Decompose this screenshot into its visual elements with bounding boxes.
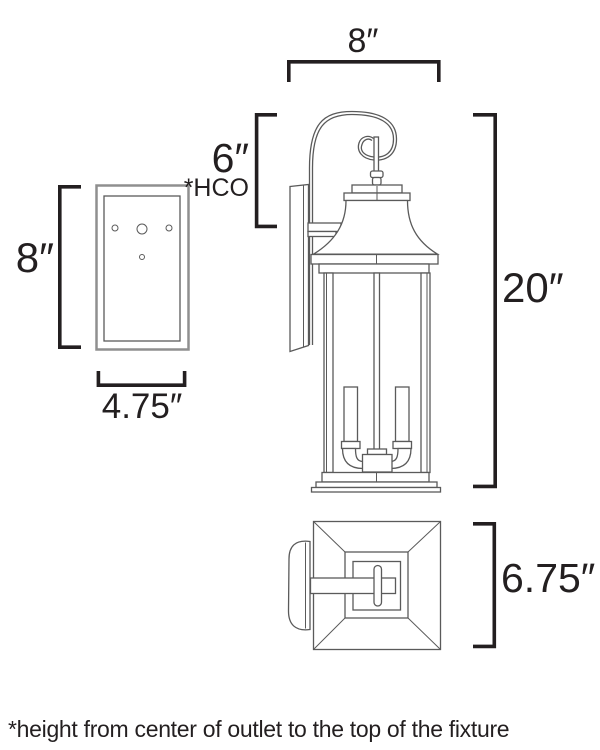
base-plate [310, 486, 442, 493]
fixture-depth-bracket [473, 522, 497, 649]
candle-arm-left [341, 447, 364, 470]
fixture-height-label: 20″ [502, 264, 564, 311]
fixture-height-bracket [473, 113, 497, 489]
dim-top-width: 8″ [287, 22, 441, 82]
finial-bead-upper [369, 170, 384, 179]
plan-diagonal-tr [407, 521, 441, 553]
bell-rim [310, 253, 439, 265]
mounting-hole-center [136, 223, 148, 235]
backplate-front-view [95, 184, 190, 351]
dim-hco: 6″ *HCO [184, 113, 277, 229]
base-step-upper [321, 471, 430, 483]
candle-cup-left [340, 440, 361, 450]
mounting-hole-right [165, 224, 173, 232]
hco-bracket [254, 113, 277, 229]
candle-right [394, 386, 410, 443]
dim-backplate-width: 4.75″ [96, 371, 187, 426]
top-width-bracket [287, 60, 441, 82]
cluster-hub-tab [366, 448, 388, 456]
plan-diagonal-bl [313, 617, 346, 650]
backplate-height-label: 8″ [16, 234, 54, 281]
plan-diagonal-tl [313, 521, 346, 553]
lantern-top-view [287, 520, 442, 651]
base-step-middle [315, 481, 438, 489]
dim-fixture-depth: 6.75″ [473, 522, 595, 649]
backplate-width-bracket [96, 371, 187, 387]
plan-center-slot [373, 564, 383, 607]
support-arm-lower [307, 230, 337, 238]
backplate-inner-panel [103, 195, 181, 342]
lantern-side-view [289, 110, 442, 493]
cluster-hub [361, 453, 393, 473]
candle-cup-right [392, 440, 413, 450]
center-stem [373, 272, 381, 454]
dim-backplate-height: 8″ [16, 185, 81, 349]
scroll-arm-inner [311, 113, 395, 345]
plan-wall-plate [287, 540, 311, 631]
cage-column-left [323, 272, 334, 474]
plan-mount-arm [309, 577, 397, 595]
mounting-hole-left [111, 224, 119, 232]
plan-diagonal-br [407, 617, 441, 650]
hco-value-label: 6″ [212, 135, 249, 181]
finial-bead-lower [371, 176, 382, 186]
candle-arm-right [389, 447, 412, 470]
backplate-width-label: 4.75″ [102, 387, 183, 426]
backplate-height-bracket [58, 185, 81, 349]
cage-column-right [420, 272, 431, 474]
footnote: *height from center of outlet to the top… [8, 716, 509, 742]
mounting-hole-lower [139, 254, 145, 260]
dim-fixture-height: 20″ [473, 113, 564, 489]
candle-left [343, 386, 359, 443]
scroll-arm-outer [308, 110, 398, 345]
bell-rim-step [318, 263, 430, 274]
finial-rod [373, 136, 380, 173]
hco-note-label: *HCO [184, 174, 249, 202]
support-arm-upper [307, 222, 342, 233]
fixture-depth-label: 6.75″ [501, 555, 595, 601]
top-width-label: 8″ [348, 22, 379, 60]
wall-plate-side [289, 183, 310, 353]
